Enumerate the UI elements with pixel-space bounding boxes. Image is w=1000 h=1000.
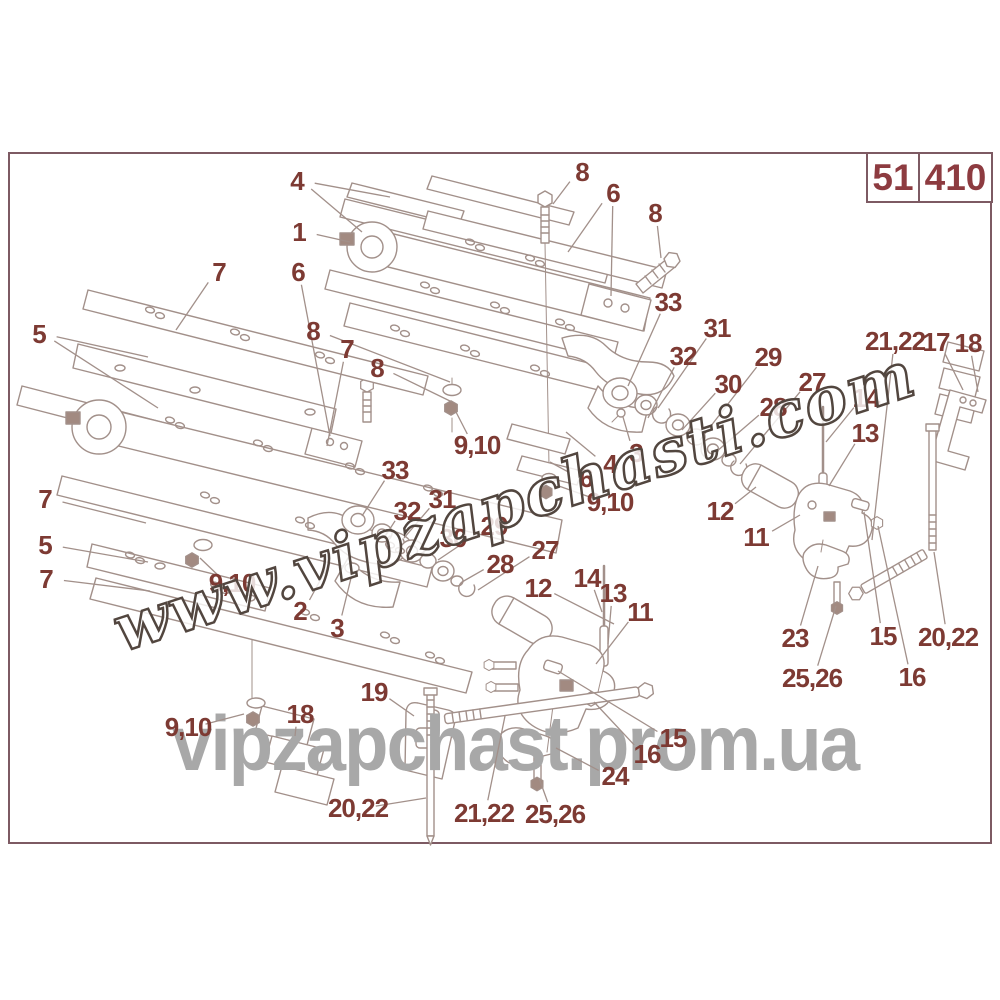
leader-line [871, 353, 894, 541]
leader-line [593, 589, 603, 613]
leader-line [565, 431, 596, 457]
leader-line [699, 366, 758, 441]
leader-line [610, 205, 614, 297]
leader-line [419, 543, 438, 555]
leader-line [657, 338, 707, 409]
leader-line [877, 525, 909, 665]
leader-line [455, 411, 468, 435]
leader-line [341, 573, 353, 616]
leader-line [593, 701, 635, 746]
leader-line [734, 486, 757, 505]
leader-line [538, 777, 549, 803]
leader-line [375, 797, 427, 807]
leader-line [557, 670, 658, 733]
leader-line [607, 605, 612, 645]
leader-line [555, 747, 600, 771]
leader-line [62, 546, 149, 563]
leader-line [681, 392, 716, 431]
leader-line [389, 698, 415, 717]
leader-line [863, 511, 881, 624]
leader-line [825, 407, 855, 443]
leader-line [62, 501, 147, 524]
leader-line [627, 313, 661, 387]
leader-line [329, 334, 451, 383]
leader-line [828, 443, 856, 487]
leader-line [53, 340, 159, 409]
leader-line [199, 557, 219, 576]
leader-line [622, 416, 631, 441]
leader-line [552, 181, 571, 205]
leader-line [403, 507, 430, 539]
leader-line [385, 520, 396, 536]
leader-line [944, 353, 964, 391]
leader-line [549, 461, 570, 474]
leader-line [647, 367, 675, 419]
leader-line [817, 605, 837, 666]
leader-line [461, 569, 485, 583]
leader-line [310, 188, 363, 233]
figure-page-number: 410 [924, 156, 987, 198]
leader-line [437, 532, 479, 561]
leader-line [555, 484, 594, 499]
leader-line [715, 414, 760, 453]
leader-line [567, 202, 603, 253]
leader-line [554, 593, 615, 625]
leader-line [316, 233, 351, 243]
leader-line [56, 336, 149, 358]
leader-line [308, 565, 329, 601]
leader-line [326, 361, 345, 447]
leader-line [175, 282, 209, 331]
leader-line [393, 372, 453, 403]
leader-line [361, 480, 386, 517]
leader-line [487, 715, 506, 801]
leader-line [205, 713, 245, 725]
leader-line [477, 556, 530, 591]
leader-line [799, 565, 819, 626]
figure-reference-box: 51 410 [866, 152, 993, 203]
leader-line [63, 579, 151, 592]
leader-line [933, 551, 946, 625]
leader-line [970, 355, 979, 393]
leader-line [656, 225, 662, 259]
leader-line [314, 182, 391, 198]
leader-line [739, 391, 801, 465]
figure-group-number: 51 [868, 154, 920, 201]
leader-line [771, 514, 801, 532]
watermark-bottom: vipzapchast.prom.ua [172, 699, 860, 787]
leader-line [595, 621, 629, 665]
leader-line [300, 284, 331, 437]
leader-line [294, 726, 297, 737]
